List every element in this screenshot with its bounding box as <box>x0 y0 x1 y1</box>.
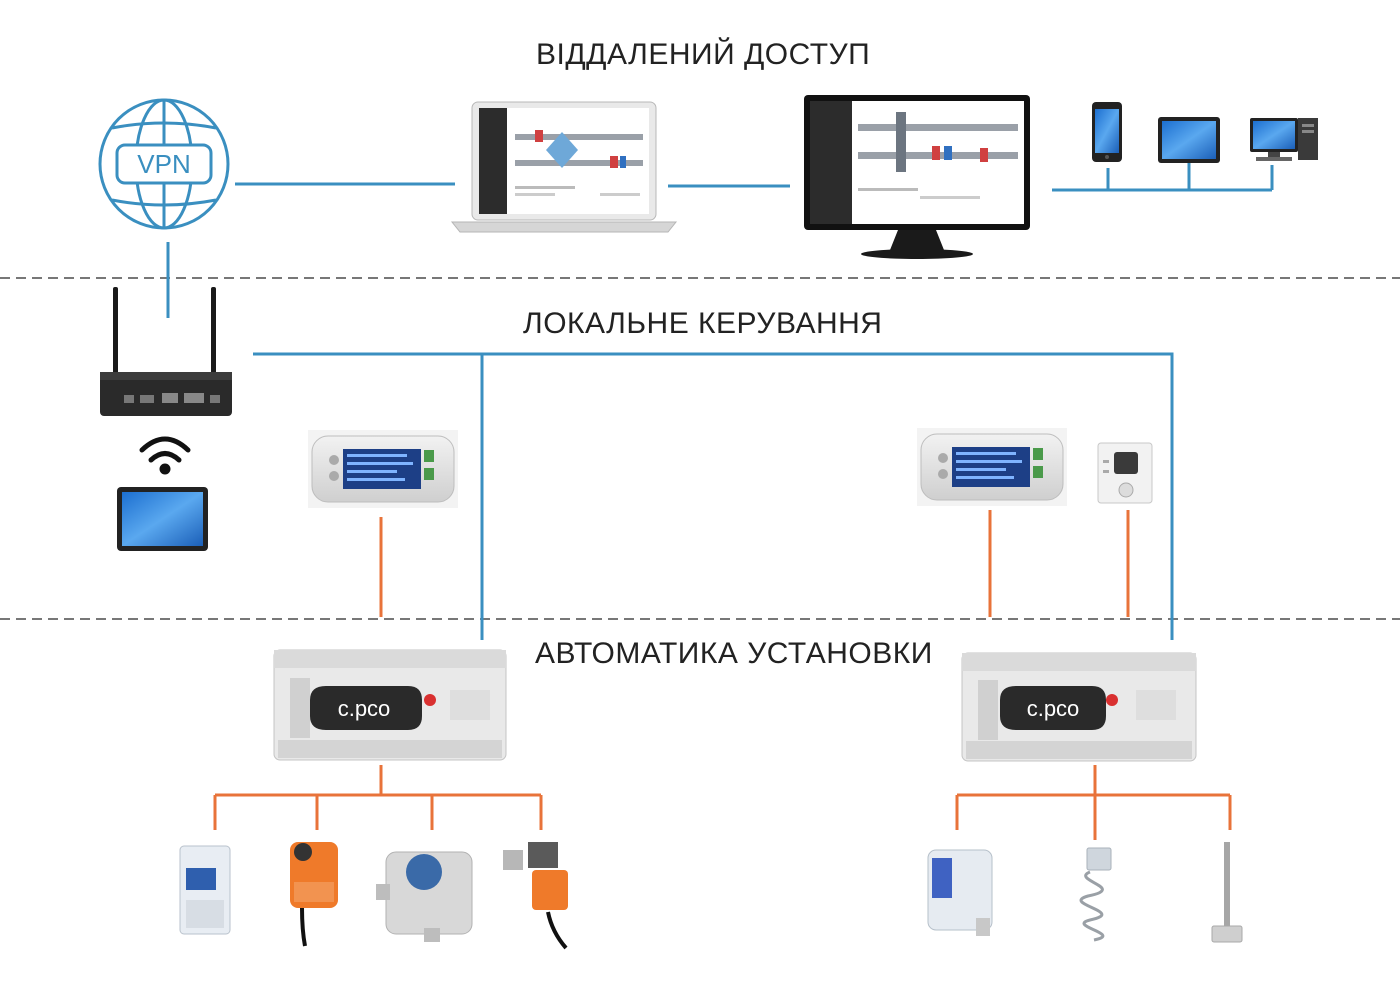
immersion-sensor-icon <box>1211 842 1243 943</box>
frequency-inverter-icon <box>179 845 231 935</box>
pgd-terminal-left-icon <box>308 430 458 508</box>
laptop-scada-icon <box>450 101 678 233</box>
field-lines <box>213 510 1232 840</box>
tablet-icon <box>1158 117 1220 163</box>
pgd-terminal-right-icon <box>917 428 1067 506</box>
room-thermostat-icon <box>1097 442 1153 504</box>
frost-thermostat-icon <box>1079 847 1112 942</box>
desktop-pc-icon <box>1250 118 1318 161</box>
cpco-controller-right-icon <box>961 652 1197 762</box>
router-icon <box>100 287 232 416</box>
duct-sensor-icon <box>927 849 993 936</box>
cpco-brand-right: c.pco <box>1027 696 1080 721</box>
network-lines <box>166 162 1274 640</box>
damper-actuator-icon <box>290 842 338 947</box>
section-title-local-control: ЛОКАЛЬНЕ КЕРУВАННЯ <box>523 307 883 340</box>
monitor-scada-icon <box>804 95 1030 259</box>
wifi-icon <box>139 436 191 475</box>
valve-actuator-icon <box>503 842 568 950</box>
wall-touch-panel-icon <box>117 487 208 551</box>
cpco-brand-left: c.pco <box>338 696 391 721</box>
cpco-controller-left-icon <box>273 649 507 761</box>
section-title-remote-access: ВІДДАЛЕНИЙ ДОСТУП <box>536 38 871 71</box>
pressure-switch-icon <box>376 851 473 942</box>
section-title-plant-automation: АВТОМАТИКА УСТАНОВКИ <box>535 637 933 670</box>
smartphone-icon <box>1092 102 1122 162</box>
vpn-globe-icon <box>98 98 230 230</box>
vpn-label: VPN <box>137 149 190 179</box>
